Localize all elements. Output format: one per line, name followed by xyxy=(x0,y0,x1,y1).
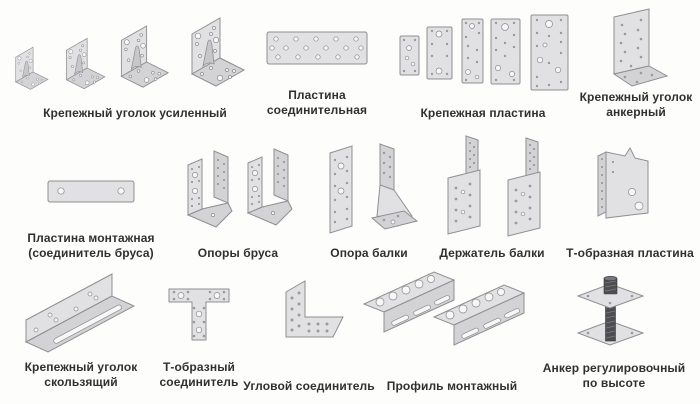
t-shaped-connector-label: Т-образный соединитель xyxy=(159,360,239,389)
beam-support-drawing xyxy=(329,143,419,234)
height-adjustable-anchor-drawing xyxy=(576,275,645,346)
mounting-plate-drawing xyxy=(47,180,135,203)
threaded-rod xyxy=(605,302,616,342)
mounting-profile-drawing xyxy=(363,271,525,346)
mounting-plate-label: Пластина монтажная (соединитель бруса) xyxy=(27,231,155,260)
height-adjustable-anchor-label: Анкер регулировочный по высоте xyxy=(542,361,686,390)
beam-holder-drawing xyxy=(447,135,541,237)
connecting-plate-drawing xyxy=(266,31,368,65)
fastening-plate-drawing xyxy=(399,14,569,91)
sliding-corner-brace-label: Крепежный уголок скользящий xyxy=(24,360,138,389)
reinforced-corner-brace-drawing xyxy=(15,17,245,90)
reinforced-corner-brace-label: Крепежный уголок усиленный xyxy=(43,106,227,120)
sliding-corner-brace-drawing xyxy=(24,273,136,353)
beam-support-label: Опора балки xyxy=(330,246,408,260)
angle-connector-label: Угловой соединитель xyxy=(243,379,375,393)
fastening-plate-label: Крепежная пластина xyxy=(420,106,546,120)
angle-connector-drawing xyxy=(285,280,344,338)
timber-supports-drawing xyxy=(187,148,293,228)
connecting-plate-label: Пластина соединительная xyxy=(266,88,368,117)
anchor-nut xyxy=(603,275,618,295)
t-shaped-connector-drawing xyxy=(168,288,230,341)
beam-holder-label: Держатель балки xyxy=(439,246,545,260)
anchor-corner-brace-drawing xyxy=(612,8,669,87)
anchor-corner-brace-label: Крепежный уголок анкерный xyxy=(579,90,693,119)
timber-supports-label: Опоры бруса xyxy=(197,246,279,260)
t-shaped-plate-drawing xyxy=(597,146,649,219)
mounting-profile-label: Профиль монтажный xyxy=(386,379,518,393)
t-shaped-plate-label: Т-образная пластина xyxy=(566,246,694,260)
